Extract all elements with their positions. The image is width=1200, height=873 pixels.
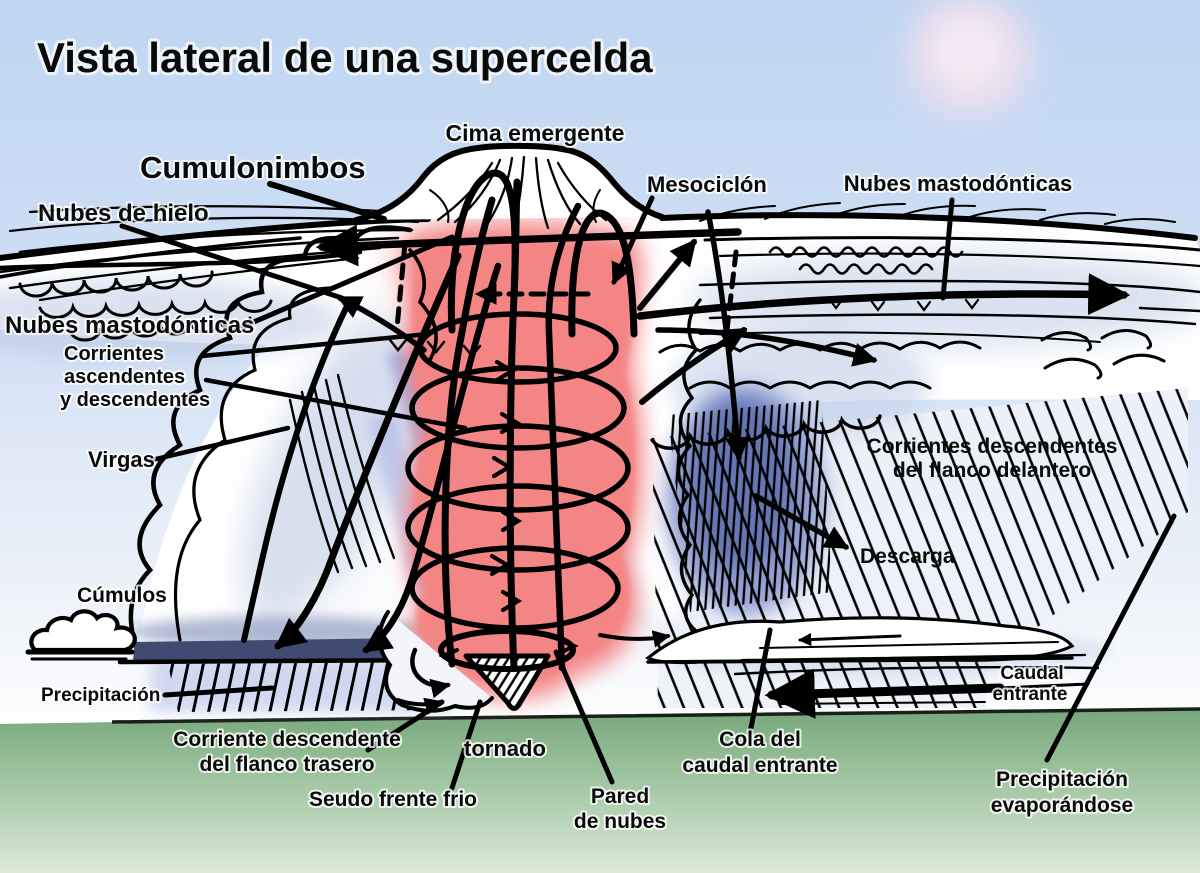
svg-text:caudal entrante: caudal entrante [682, 754, 837, 777]
leader-lines [119, 181, 1177, 791]
flow-arrows [315, 224, 1200, 405]
label-cumulonimbos: Cumulonimbos [140, 150, 366, 185]
svg-text:Caudal: Caudal [1000, 663, 1063, 684]
forward-cloud-scallop-edge [676, 298, 702, 632]
label-corriente-descendente-trasero: Corriente descendente del flanco trasero [171, 726, 403, 778]
cumulos-cloud [25, 609, 137, 661]
label-precipitacion: Precipitación [41, 685, 160, 706]
label-nubes-de-hielo: Nubes de hielo [38, 200, 209, 227]
label-nubes-mastodonticas-derecha: Nubes mastodónticas [844, 171, 1073, 196]
label-cola-del-caudal-entrante: Cola del caudal entrante [680, 726, 839, 779]
label-cima-emergente: Cima emergente [446, 120, 625, 146]
svg-text:Pared: Pared [591, 785, 649, 808]
label-corrientes-descendentes-delantero: Corrientes descendentes del flanco delan… [867, 435, 1118, 482]
label-cumulos: Cúmulos [77, 584, 167, 607]
ink-drawing [0, 142, 1200, 791]
label-precipitacion-evaporandose: Precipitación evaporándose [989, 766, 1135, 819]
label-nubes-mastodonticas-izquierda: Nubes mastodónticas [5, 312, 254, 339]
svg-text:y descendentes: y descendentes [60, 389, 210, 411]
mesocyclone-arrows [611, 195, 850, 550]
tail-cloud [645, 616, 1075, 665]
ground [0, 707, 1200, 873]
svg-text:evaporándose: evaporándose [991, 794, 1133, 817]
label-tornado: tornado [464, 736, 546, 761]
svg-text:entrante: entrante [993, 684, 1068, 705]
label-caudal-entrante: Caudal entrante [991, 661, 1070, 707]
svg-text:Cola del: Cola del [719, 728, 801, 751]
svg-text:Corrientes descendentes: Corrientes descendentes [867, 435, 1118, 458]
svg-text:Corriente descendente: Corriente descendente [173, 728, 401, 751]
descending-streamlines [241, 252, 502, 654]
svg-text:Corrientes: Corrientes [64, 343, 164, 365]
label-descarga: Descarga [860, 545, 955, 568]
cloud-base-bar [133, 638, 428, 662]
label-corrientes-ascendentes-descendentes: Corrientes ascendentes y descendentes [58, 341, 212, 413]
svg-text:del flanco trasero: del flanco trasero [199, 753, 374, 776]
right-anvil-streaks [659, 202, 1200, 343]
left-rain-hatch [168, 662, 445, 712]
svg-text:ascendentes: ascendentes [64, 366, 185, 388]
dense-rain-hatch [668, 400, 832, 612]
tower-outline [128, 225, 438, 653]
labels: Vista lateral de una supercelda Cima eme… [3, 31, 1135, 835]
label-seudo-frente-frio: Seudo frente frio [309, 788, 477, 811]
tornado-funnel [438, 628, 579, 711]
label-mesociclon: Mesociclón [647, 172, 767, 197]
right-anvil-squiggles [768, 246, 980, 312]
inflow-streamlines [733, 632, 1100, 719]
svg-text:Precipitación: Precipitación [996, 768, 1128, 791]
inflow-arrow [764, 668, 1005, 719]
svg-text:de nubes: de nubes [574, 810, 666, 833]
horizon-line [111, 707, 1200, 724]
svg-text:del flanco delantero: del flanco delantero [893, 459, 1091, 482]
page-title: Vista lateral de una supercelda [37, 34, 653, 81]
label-virgas: Virgas [88, 447, 155, 472]
label-pared-de-nubes: Pared de nubes [572, 783, 668, 835]
